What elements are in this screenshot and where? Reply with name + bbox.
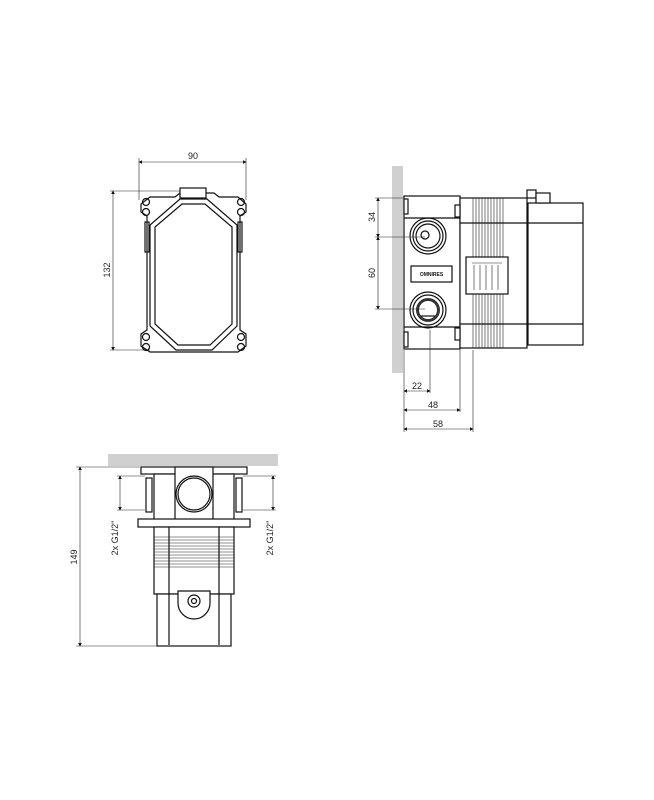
dim-top-label: 34 bbox=[367, 212, 377, 222]
height-dimension-label: 149 bbox=[69, 549, 79, 564]
dim-depth-2-label: 48 bbox=[428, 400, 438, 410]
thread-left-label: 2x G1/2" bbox=[110, 521, 120, 556]
outlet-port-top bbox=[409, 217, 447, 255]
brand-label: OMNIRES bbox=[420, 272, 444, 278]
thread-right-label: 2x G1/2" bbox=[265, 521, 275, 556]
width-dimension-label: 90 bbox=[188, 151, 198, 161]
cartridge-housing bbox=[527, 202, 584, 346]
brand-badge bbox=[410, 265, 453, 283]
outlet-port bbox=[175, 475, 213, 513]
mounting-frame bbox=[140, 192, 247, 353]
label-plate bbox=[465, 256, 509, 295]
height-dimension-label: 132 bbox=[102, 262, 112, 277]
dim-depth-3-label: 58 bbox=[433, 419, 443, 429]
front-view: 90 132 bbox=[102, 151, 247, 353]
wall bbox=[392, 166, 403, 373]
outlet-port-bottom bbox=[409, 291, 447, 329]
wall bbox=[108, 454, 278, 466]
dim-depth-1-label: 22 bbox=[412, 381, 422, 391]
side-view: OMNIRES 34 60 22 48 58 bbox=[367, 166, 584, 432]
bottom-view: 149 2x G1/2" 2x G1/2" bbox=[69, 454, 278, 647]
top-tab bbox=[179, 187, 207, 199]
threaded-sleeve bbox=[153, 526, 235, 595]
dim-spacing-label: 60 bbox=[367, 268, 377, 278]
